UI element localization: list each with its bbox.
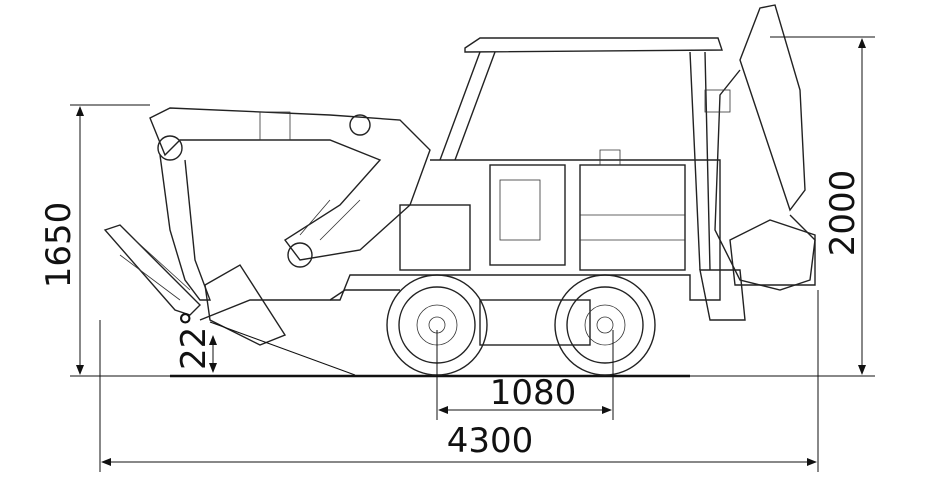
overall-height-label: 2000 bbox=[823, 170, 863, 257]
rear-wheel bbox=[554, 274, 656, 376]
wheelbase-label: 1080 bbox=[490, 373, 577, 413]
machine-drawing bbox=[103, 4, 816, 376]
boom-height-label: 1650 bbox=[39, 202, 79, 289]
angle-label: 22° bbox=[174, 310, 214, 370]
overall-length-label: 4300 bbox=[447, 421, 534, 461]
